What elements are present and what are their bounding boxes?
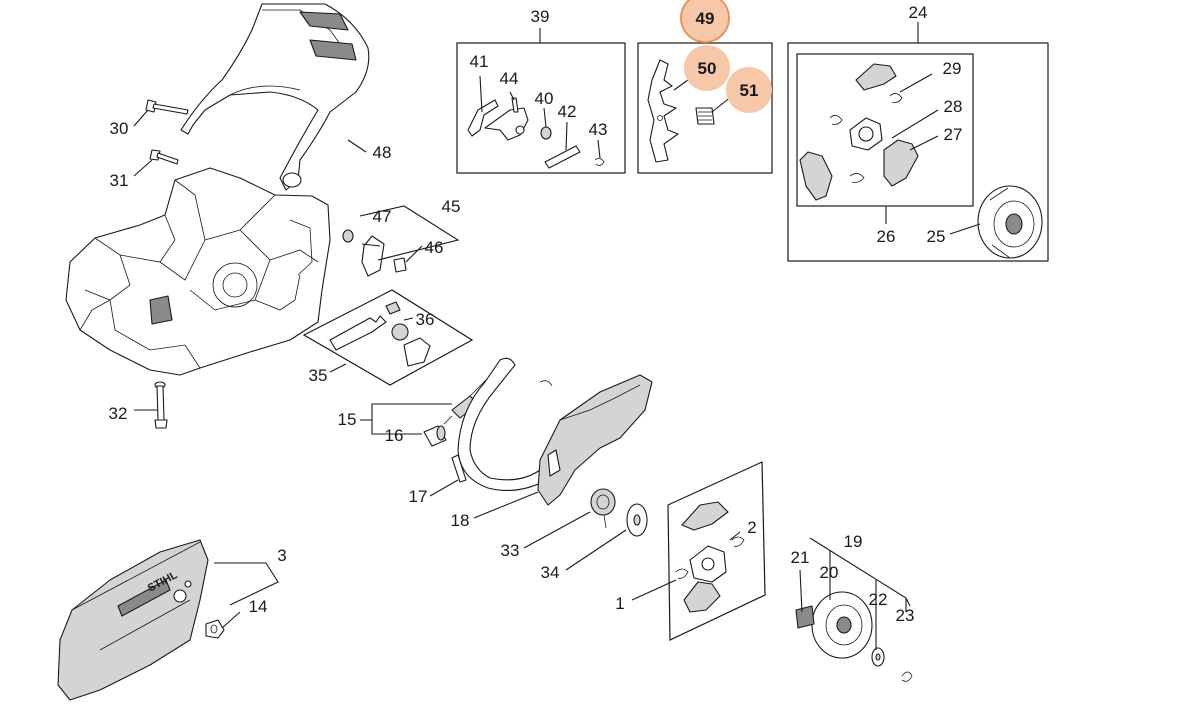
label-3[interactable]: 3 [277,546,286,565]
box-1 [667,461,766,641]
sleeve-16-drawing[interactable] [423,425,447,447]
label-48[interactable]: 48 [373,143,392,162]
label-30[interactable]: 30 [110,119,129,138]
label-24[interactable]: 24 [909,3,928,22]
clip-43-drawing[interactable] [594,158,605,166]
label-14[interactable]: 14 [249,597,268,616]
label-43[interactable]: 43 [589,120,608,139]
label-17[interactable]: 17 [409,487,428,506]
label-47[interactable]: 47 [373,207,392,226]
lever-44-drawing[interactable] [484,97,529,141]
spring-33-drawing[interactable] [590,488,616,529]
label-36[interactable]: 36 [416,310,435,329]
washer-34-drawing[interactable] [626,503,648,537]
highlight-51 [726,67,772,113]
brake-band-17-drawing[interactable] [451,357,553,491]
label-34[interactable]: 34 [541,563,560,582]
bushing-40-drawing[interactable] [540,126,552,140]
label-20[interactable]: 20 [820,563,839,582]
box-35 [302,289,474,386]
spike-bar-50-drawing[interactable] [647,59,679,163]
label-46[interactable]: 46 [425,238,444,257]
part-labels: 39 49 24 41 44 40 42 43 50 51 29 28 27 2… [109,3,963,625]
drum-25-drawing[interactable] [977,185,1043,259]
label-42[interactable]: 42 [558,102,577,121]
label-15[interactable]: 15 [338,410,357,429]
screw-31-drawing[interactable] [149,149,179,165]
clutch-1-drawing[interactable] [675,501,745,613]
label-18[interactable]: 18 [451,511,470,530]
hand-guard-drawing[interactable] [180,3,370,191]
box-26 [796,53,974,207]
label-23[interactable]: 23 [896,606,915,625]
brake-cover-18-drawing[interactable] [537,374,653,506]
screw-32-drawing[interactable] [154,381,168,429]
label-39[interactable]: 39 [531,7,550,26]
nut-14-drawing[interactable] [205,619,225,639]
screw-51-drawing[interactable] [695,107,715,125]
label-16[interactable]: 16 [385,426,404,445]
leader-lines [133,22,981,650]
label-2[interactable]: 2 [747,518,756,537]
label-49[interactable]: 49 [696,9,715,28]
box-39 [456,42,626,174]
link-42-drawing[interactable] [544,145,581,169]
label-33[interactable]: 33 [501,541,520,560]
label-41[interactable]: 41 [470,52,489,71]
crankcase-drawing[interactable] [65,167,331,376]
label-26[interactable]: 26 [877,227,896,246]
label-22[interactable]: 22 [869,590,888,609]
drum-20-drawing[interactable] [811,591,873,659]
label-35[interactable]: 35 [309,366,328,385]
highlight-50 [684,45,730,91]
label-1[interactable]: 1 [615,594,624,613]
label-21[interactable]: 21 [791,548,810,567]
bracket-45-drawing[interactable] [361,235,385,277]
label-28[interactable]: 28 [944,97,963,116]
label-40[interactable]: 40 [535,89,554,108]
lever-35-drawing[interactable] [329,301,431,367]
bearing-21-drawing[interactable] [795,605,815,629]
label-19[interactable]: 19 [844,532,863,551]
washer-47-drawing[interactable] [342,229,354,243]
screw-46-drawing[interactable] [393,257,407,273]
label-31[interactable]: 31 [110,171,129,190]
label-29[interactable]: 29 [943,59,962,78]
label-32[interactable]: 32 [109,404,128,423]
clip-23-drawing[interactable] [901,671,913,682]
screw-30-drawing[interactable] [145,99,189,115]
label-51[interactable]: 51 [740,81,759,100]
clutch-26-drawing[interactable] [799,63,919,201]
label-44[interactable]: 44 [500,69,519,88]
lever-41-drawing[interactable] [467,99,499,137]
label-25[interactable]: 25 [927,227,946,246]
label-45[interactable]: 45 [442,197,461,216]
label-50[interactable]: 50 [698,59,717,78]
label-27[interactable]: 27 [944,125,963,144]
highlight-49 [680,0,730,43]
washer-22-drawing[interactable] [871,647,885,667]
sprocket-cover-3-drawing[interactable] [57,539,209,701]
